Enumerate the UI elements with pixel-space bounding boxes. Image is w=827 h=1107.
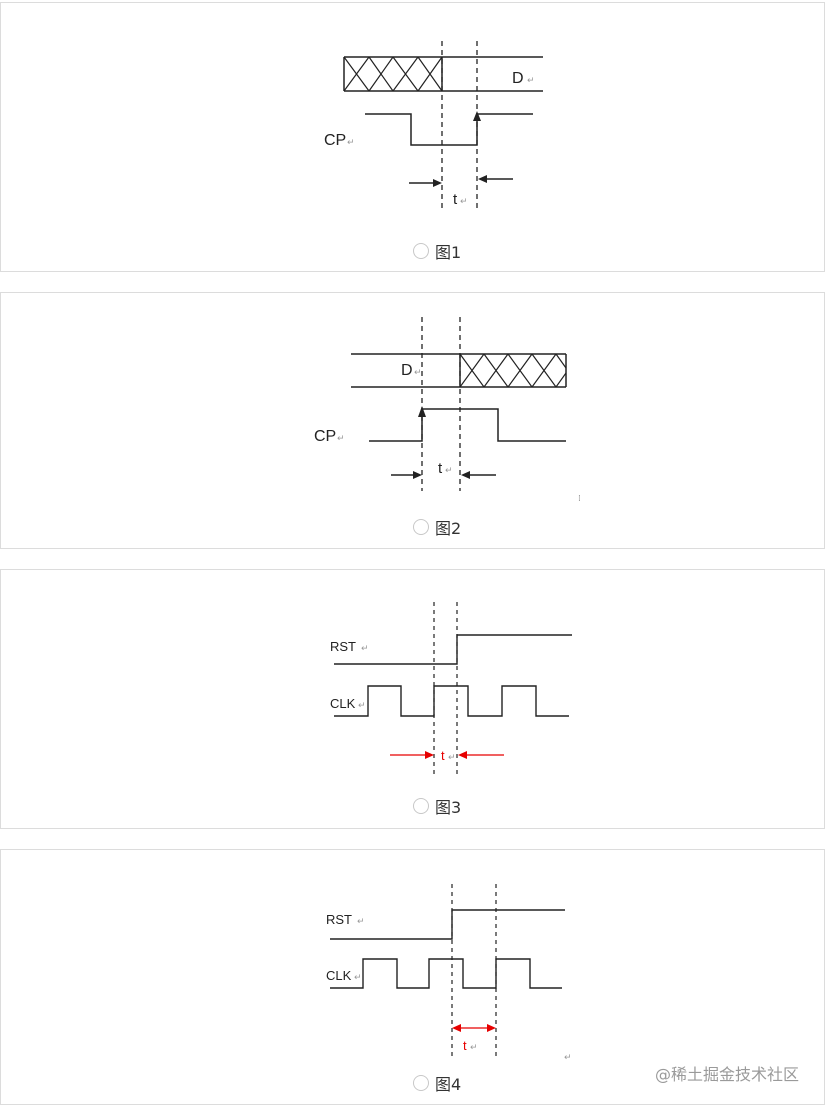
radio-button[interactable] <box>413 243 429 259</box>
watermark: @稀土掘金技术社区 <box>654 1065 799 1084</box>
radio-button[interactable] <box>413 1075 429 1091</box>
t-label: t <box>453 191 458 208</box>
timing-diagram-2: D ↵ CP ↵ t ↵ ⁞ <box>314 317 581 504</box>
cp-label: CP <box>324 132 346 149</box>
option-card-2[interactable]: D ↵ CP ↵ t ↵ ⁞ 图2 <box>0 292 825 549</box>
svg-text:↵: ↵ <box>445 466 453 476</box>
svg-text:↵: ↵ <box>470 1043 478 1053</box>
svg-text:↵: ↵ <box>564 1053 572 1063</box>
option-label[interactable]: 图4 <box>435 1075 462 1094</box>
option-label[interactable]: 图1 <box>435 243 462 262</box>
option-card-1[interactable]: D ↵ CP ↵ t ↵ 图1 <box>0 2 825 272</box>
option-label[interactable]: 图2 <box>435 519 462 538</box>
t-label: t <box>463 1038 467 1053</box>
option-label[interactable]: 图3 <box>435 798 462 817</box>
t-label: t <box>441 748 445 763</box>
option-4[interactable]: 图4 <box>413 1071 461 1095</box>
svg-text:↵: ↵ <box>357 917 365 927</box>
rst-label: RST <box>326 912 352 927</box>
radio-button[interactable] <box>413 519 429 535</box>
d-label: D <box>512 70 524 87</box>
svg-text:↵: ↵ <box>337 434 345 444</box>
rst-label: RST <box>330 639 356 654</box>
svg-text:↵: ↵ <box>448 753 456 763</box>
timing-diagram-4: RST ↵ CLK ↵ t ↵ ↵ <box>326 884 572 1063</box>
radio-button[interactable] <box>413 798 429 814</box>
cp-label: CP <box>314 428 336 445</box>
option-1[interactable]: 图1 <box>413 239 461 263</box>
svg-text:↵: ↵ <box>354 973 362 983</box>
svg-text:↵: ↵ <box>460 197 468 207</box>
timing-diagram-1: D ↵ CP ↵ t ↵ <box>324 41 543 208</box>
option-3[interactable]: 图3 <box>413 794 461 818</box>
d-label: D <box>401 362 413 379</box>
clk-label: CLK <box>326 968 352 983</box>
svg-text:↵: ↵ <box>361 644 369 654</box>
option-2[interactable]: 图2 <box>413 515 461 539</box>
svg-text:↵: ↵ <box>527 76 535 86</box>
svg-text:↵: ↵ <box>347 138 355 148</box>
svg-text:↵: ↵ <box>414 368 422 378</box>
timing-diagram-3: RST ↵ CLK ↵ t ↵ <box>330 602 572 778</box>
clk-label: CLK <box>330 696 356 711</box>
option-card-4[interactable]: RST ↵ CLK ↵ t ↵ ↵ 图4 <box>0 849 825 1105</box>
t-label: t <box>438 460 443 477</box>
option-card-3[interactable]: RST ↵ CLK ↵ t ↵ 图3 <box>0 569 825 829</box>
svg-text:↵: ↵ <box>358 701 366 711</box>
svg-text:⁞: ⁞ <box>578 494 581 504</box>
